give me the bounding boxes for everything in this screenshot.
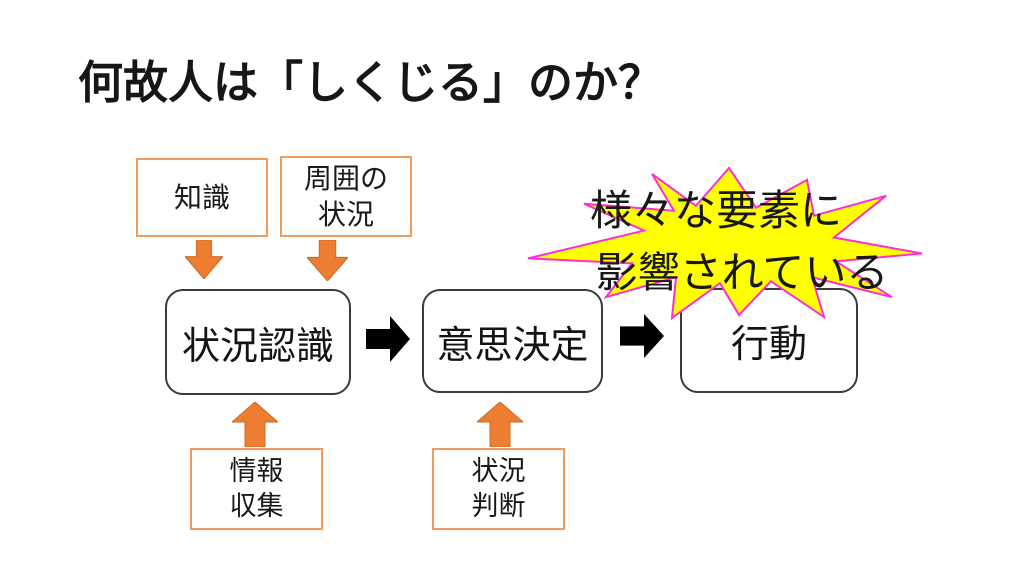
input-box-surroundings: 周囲の 状況 — [280, 156, 412, 237]
input-box-surroundings-label-line2: 状況 — [317, 198, 374, 230]
right-arrow-icon — [620, 314, 664, 358]
input-box-surroundings-label-line1: 周囲の — [303, 162, 388, 194]
page-title: 何故人は「しくじる」のか？ — [78, 57, 664, 108]
right-arrow-icon — [366, 316, 410, 362]
input-box-situation-judgment-line1: 状況 — [471, 456, 526, 487]
flow-box-decision-making: 意思決定 — [422, 289, 603, 393]
down-arrow-icon — [185, 240, 223, 279]
down-arrow-icon — [307, 240, 348, 281]
starburst-icon — [527, 166, 923, 320]
flow-box-action: 行動 — [680, 288, 858, 393]
callout-text-line1: 様々な要素に — [589, 187, 842, 234]
input-box-situation-judgment-line2: 判断 — [471, 491, 526, 521]
flow-box-situation-awareness-label: 状況認識 — [181, 325, 334, 368]
flow-box-situation-awareness: 状況認識 — [165, 289, 351, 395]
input-box-information-gathering: 情報 収集 — [190, 448, 323, 530]
flow-box-decision-making-label: 意思決定 — [436, 324, 589, 367]
input-box-information-gathering-line1: 情報 — [229, 456, 284, 487]
flow-box-action-label: 行動 — [730, 324, 807, 366]
up-arrow-icon — [477, 402, 523, 447]
input-box-knowledge: 知識 — [136, 158, 268, 237]
callout-text-line2: 影響されている — [595, 249, 889, 296]
input-box-situation-judgment: 状況 判断 — [432, 448, 565, 530]
input-box-knowledge-label: 知識 — [173, 181, 230, 213]
up-arrow-icon — [232, 402, 278, 447]
input-box-information-gathering-line2: 収集 — [229, 491, 284, 521]
